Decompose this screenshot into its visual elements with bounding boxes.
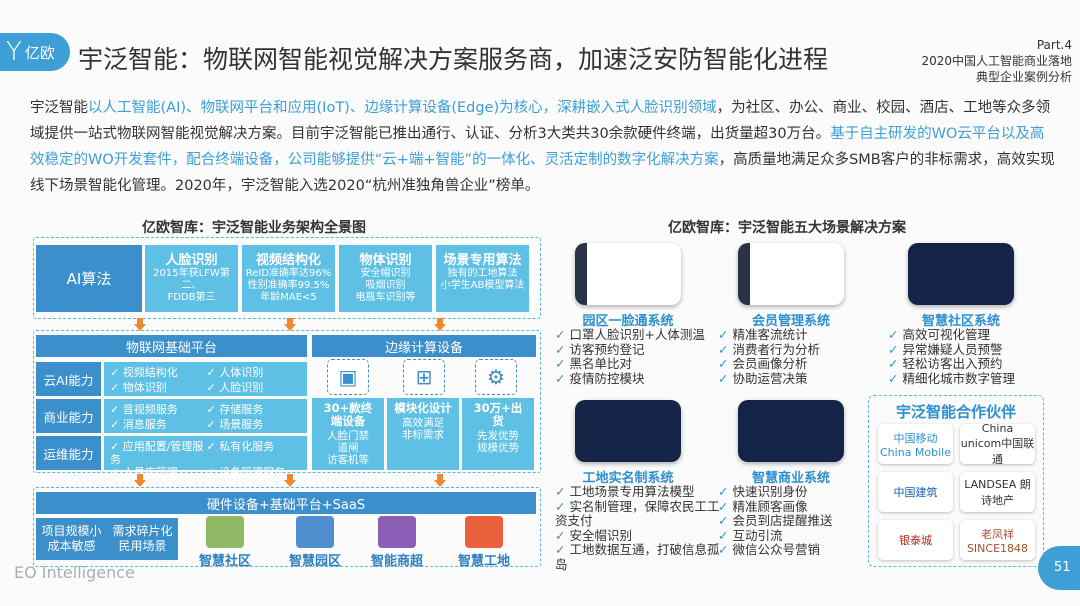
scene-2: 智能商超: [362, 516, 432, 569]
arrow-down-icon: [284, 474, 296, 487]
system-name: 园区一脸通系统: [582, 314, 674, 329]
scene-0: 智慧社区: [190, 516, 260, 569]
partner-logo: 银泰城: [878, 520, 953, 560]
solutions-title: 亿欧智库：宇泛智能五大场景解决方案: [668, 220, 906, 236]
iot-platform-header: 物联网基础平台: [36, 335, 307, 357]
gear-check-icon: ⚙: [475, 359, 517, 395]
capability-label: 云AI能力: [36, 362, 101, 396]
edge-card: 30+款终端设备人脸门禁 道闸 访客机等: [312, 398, 384, 470]
arrow-down-icon: [134, 318, 146, 331]
system-bullets: 快速识别身份精准顾客画像会员到店提醒推送互动引流微信公众号营销: [718, 484, 883, 558]
system-screenshot: [575, 243, 681, 305]
page-title: 宇泛智能：物联网智能视觉解决方案服务商，加速泛安防智能化进程: [78, 45, 829, 74]
partner-logo: 中国移动 China Mobile: [878, 424, 953, 464]
saas-header: 硬件设备+基础平台+SaaS: [36, 492, 536, 514]
scene-1: 智慧园区: [280, 516, 350, 569]
scene-illustration-icon: [465, 516, 503, 548]
system-screenshot: [575, 400, 681, 462]
edge-header: 边缘计算设备: [312, 335, 536, 357]
partner-logo: 老凤祥 SINCE1848: [960, 520, 1035, 560]
arrow-down-icon: [134, 474, 146, 487]
algo-card: 场景专用算法独有的工地算法小学生AB模型算法: [436, 245, 529, 312]
capability-label: 运维能力: [36, 436, 101, 470]
arrow-down-icon: [434, 474, 446, 487]
partners-box: [868, 395, 1044, 567]
system-bullets: 高效可视化管理异常嫌疑人员预警轻松访客出入预约精细化城市数字管理: [888, 327, 1053, 386]
system-screenshot: [908, 243, 1014, 305]
arrow-down-icon: [434, 318, 446, 331]
partners-title: 宇泛智能合作伙伴: [895, 403, 1016, 421]
footer-brand: EO Intelligence: [14, 563, 135, 582]
algo-card: 物体识别安全帽识别吸烟识别电瓶车识别等: [339, 245, 432, 312]
arch-title: 亿欧智库：宇泛智能业务架构全景图: [142, 220, 366, 236]
system-bullets: 工地场景专用算法模型实名制管理，保障农民工工资支付安全帽识别工地数据互通，打破信…: [555, 484, 720, 572]
system-bullets: 口罩人脸识别+人体测温访客预约登记黑名单比对疫情防控模块: [555, 327, 720, 386]
system-name: 会员管理系统: [751, 314, 830, 329]
edge-card: 30万+出货先发优势 规模优势: [462, 398, 534, 470]
system-name: 工地实名制系统: [582, 471, 674, 486]
system-name: 智慧社区系统: [921, 314, 1000, 329]
system-bullets: 精准客流统计消费者行为分析会员画像分析协助运营决策: [718, 327, 883, 386]
features-box: 项目规模小 成本敏感需求碎片化 民用场景: [36, 518, 178, 560]
system-screenshot: [738, 400, 844, 462]
partner-logo: 中国建筑: [878, 472, 953, 512]
scene-illustration-icon: [296, 516, 334, 548]
partner-logo: LANDSEA 朗诗地产: [960, 472, 1035, 512]
capability-items: 应用配置/管理服务私有化服务人员库管理设备管理服务: [104, 436, 307, 479]
scene-3: 智慧工地: [449, 516, 519, 569]
scene-illustration-icon: [378, 516, 416, 548]
capability-items: 音视频服务存储服务消息服务场景服务: [104, 399, 307, 433]
system-screenshot: [738, 243, 844, 305]
partner-logo: China unicom中国联通: [960, 421, 1035, 466]
system-name: 智慧商业系统: [751, 471, 830, 486]
capability-items: 视频结构化人体识别物体识别人脸识别: [104, 362, 307, 396]
arrow-down-icon: [284, 318, 296, 331]
module-hierarchy-icon: ⊞: [403, 359, 445, 395]
terminal-device-icon: ▣: [327, 359, 369, 395]
capability-label: 商业能力: [36, 399, 101, 433]
saas-group: [33, 487, 541, 567]
page-number: 51: [1038, 546, 1080, 590]
intro-paragraph: 宇泛智能以人工智能(AI)、物联网平台和应用(IoT)、边缘计算设备(Edge)…: [30, 100, 1055, 194]
edge-card: 模块化设计高效满足 非标需求: [387, 398, 459, 470]
scene-illustration-icon: [206, 516, 244, 548]
ai-algo-label: AI算法: [36, 245, 142, 312]
